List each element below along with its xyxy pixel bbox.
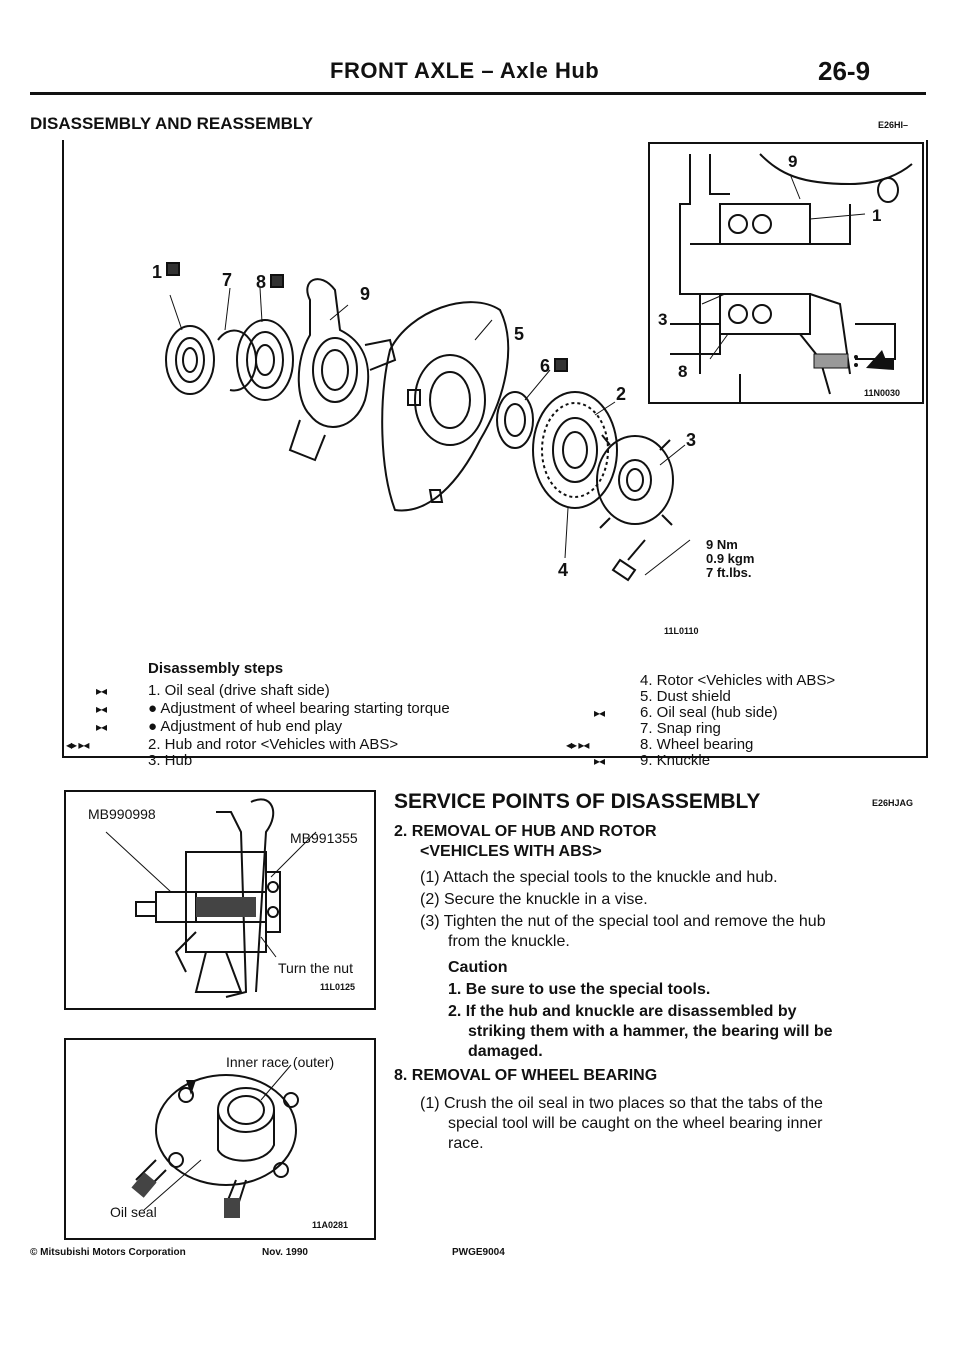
special-tools-figure: MB990998 MB991355 Turn the nut 11L0125 — [64, 790, 376, 1010]
section-title: DISASSEMBLY AND REASSEMBLY — [30, 114, 314, 133]
caution-2-line-1: 2. If the hub and knuckle are disassembl… — [448, 1003, 797, 1020]
step-item: ▸◂ ● Adjustment of hub end play — [96, 718, 343, 735]
caution-2-line-3: damaged. — [468, 1043, 543, 1060]
new-part-icon — [554, 358, 568, 372]
caution-2-line-2: striking them with a hammer, the bearing… — [468, 1023, 833, 1040]
oil-seal-label: Oil seal — [110, 1204, 157, 1220]
inner-race-label: Inner race (outer) — [226, 1054, 335, 1070]
step-item: 3. Hub — [148, 752, 193, 769]
page-header-title: FRONT AXLE – Axle Hub — [330, 58, 600, 83]
item8-line-3: race. — [448, 1135, 484, 1152]
inset-code: 11N0030 — [864, 388, 901, 398]
service-points-title: SERVICE POINTS OF DISASSEMBLY — [394, 790, 761, 813]
step-item: ▸◂ 9. Knuckle — [594, 752, 711, 769]
cross-section-drawing — [670, 153, 913, 402]
torque-spec: 9 Nm 0.9 kgm 7 ft.lbs. — [706, 537, 755, 580]
hub-oil-seal-drawing — [131, 1064, 299, 1218]
service-points-code: E26HJAG — [872, 798, 914, 808]
item8-line-1: (1) Crush the oil seal in two places so … — [420, 1095, 823, 1112]
item2-title: 2. REMOVAL OF HUB AND ROTOR — [394, 823, 657, 840]
new-part-icon — [270, 274, 284, 288]
main-figure-frame-right — [926, 140, 928, 758]
bearing-figure-code: 11A0281 — [312, 1220, 349, 1230]
main-figure-code: 11L0110 — [664, 626, 699, 636]
part-label-9: 9 — [360, 284, 371, 304]
hub-oil-seal-figure: Inner race (outer) Oil seal 11A0281 — [64, 1038, 376, 1240]
step-item: ◂▸ ▸◂ 2. Hub and rotor <Vehicles with AB… — [66, 736, 399, 753]
item2-step-3-cont: from the knuckle. — [448, 933, 570, 950]
main-figure-frame-bottom — [62, 756, 928, 758]
footer-date: Nov. 1990 — [262, 1247, 308, 1258]
part-label-2: 2 — [616, 384, 627, 404]
part-label-5: 5 — [514, 324, 525, 344]
step-item: 4. Rotor <Vehicles with ABS> — [640, 672, 836, 689]
tool-label-right: MB991355 — [290, 830, 358, 846]
cross-section-inset: 9 1 3 8 11N0030 — [648, 142, 924, 404]
item2-step-2: (2) Secure the knuckle in a vise. — [420, 891, 648, 908]
item2-step-1: (1) Attach the special tools to the knuc… — [420, 869, 778, 886]
caution-1: 1. Be sure to use the special tools. — [448, 981, 711, 998]
new-part-icon — [166, 262, 180, 276]
footer-copyright: © Mitsubishi Motors Corporation — [30, 1247, 186, 1258]
step-item: 5. Dust shield — [640, 688, 731, 705]
part-label-7: 7 — [222, 270, 233, 290]
exploded-view-diagram — [165, 278, 691, 582]
item8-title: 8. REMOVAL OF WHEEL BEARING — [394, 1067, 658, 1084]
part-label-3: 3 — [686, 430, 697, 450]
item2-step-3: (3) Tighten the nut of the special tool … — [420, 913, 826, 930]
item2-subtitle: <VEHICLES WITH ABS> — [420, 843, 602, 860]
part-label-1: 1 — [152, 262, 163, 282]
section-code: E26HI– — [878, 120, 909, 130]
part-label-4: 4 — [558, 560, 569, 580]
inset-label-8: 8 — [678, 362, 688, 381]
step-item: ◂▸ ▸◂ 8. Wheel bearing — [566, 736, 754, 753]
tool-label-left: MB990998 — [88, 806, 156, 822]
step-item: ▸◂ 6. Oil seal (hub side) — [594, 704, 778, 721]
caution-title: Caution — [448, 959, 508, 976]
header-rule — [30, 92, 926, 95]
step-item: 7. Snap ring — [640, 720, 721, 737]
inset-label-3: 3 — [658, 310, 668, 329]
page-number: 26-9 — [818, 56, 871, 86]
step-item: ▸◂ ● Adjustment of wheel bearing startin… — [96, 700, 450, 717]
inset-label-1: 1 — [872, 206, 882, 225]
step-item: ▸◂ 1. Oil seal (drive shaft side) — [96, 682, 330, 699]
special-tools-drawing — [105, 798, 317, 998]
turn-nut-label: Turn the nut — [278, 960, 353, 976]
item8-line-2: special tool will be caught on the wheel… — [448, 1115, 823, 1132]
tools-figure-code: 11L0125 — [320, 982, 356, 992]
part-label-8: 8 — [256, 272, 267, 292]
steps-title: Disassembly steps — [148, 660, 284, 677]
part-label-6: 6 — [540, 356, 551, 376]
footer-code: PWGE9004 — [452, 1247, 505, 1258]
inset-label-9: 9 — [788, 152, 798, 171]
